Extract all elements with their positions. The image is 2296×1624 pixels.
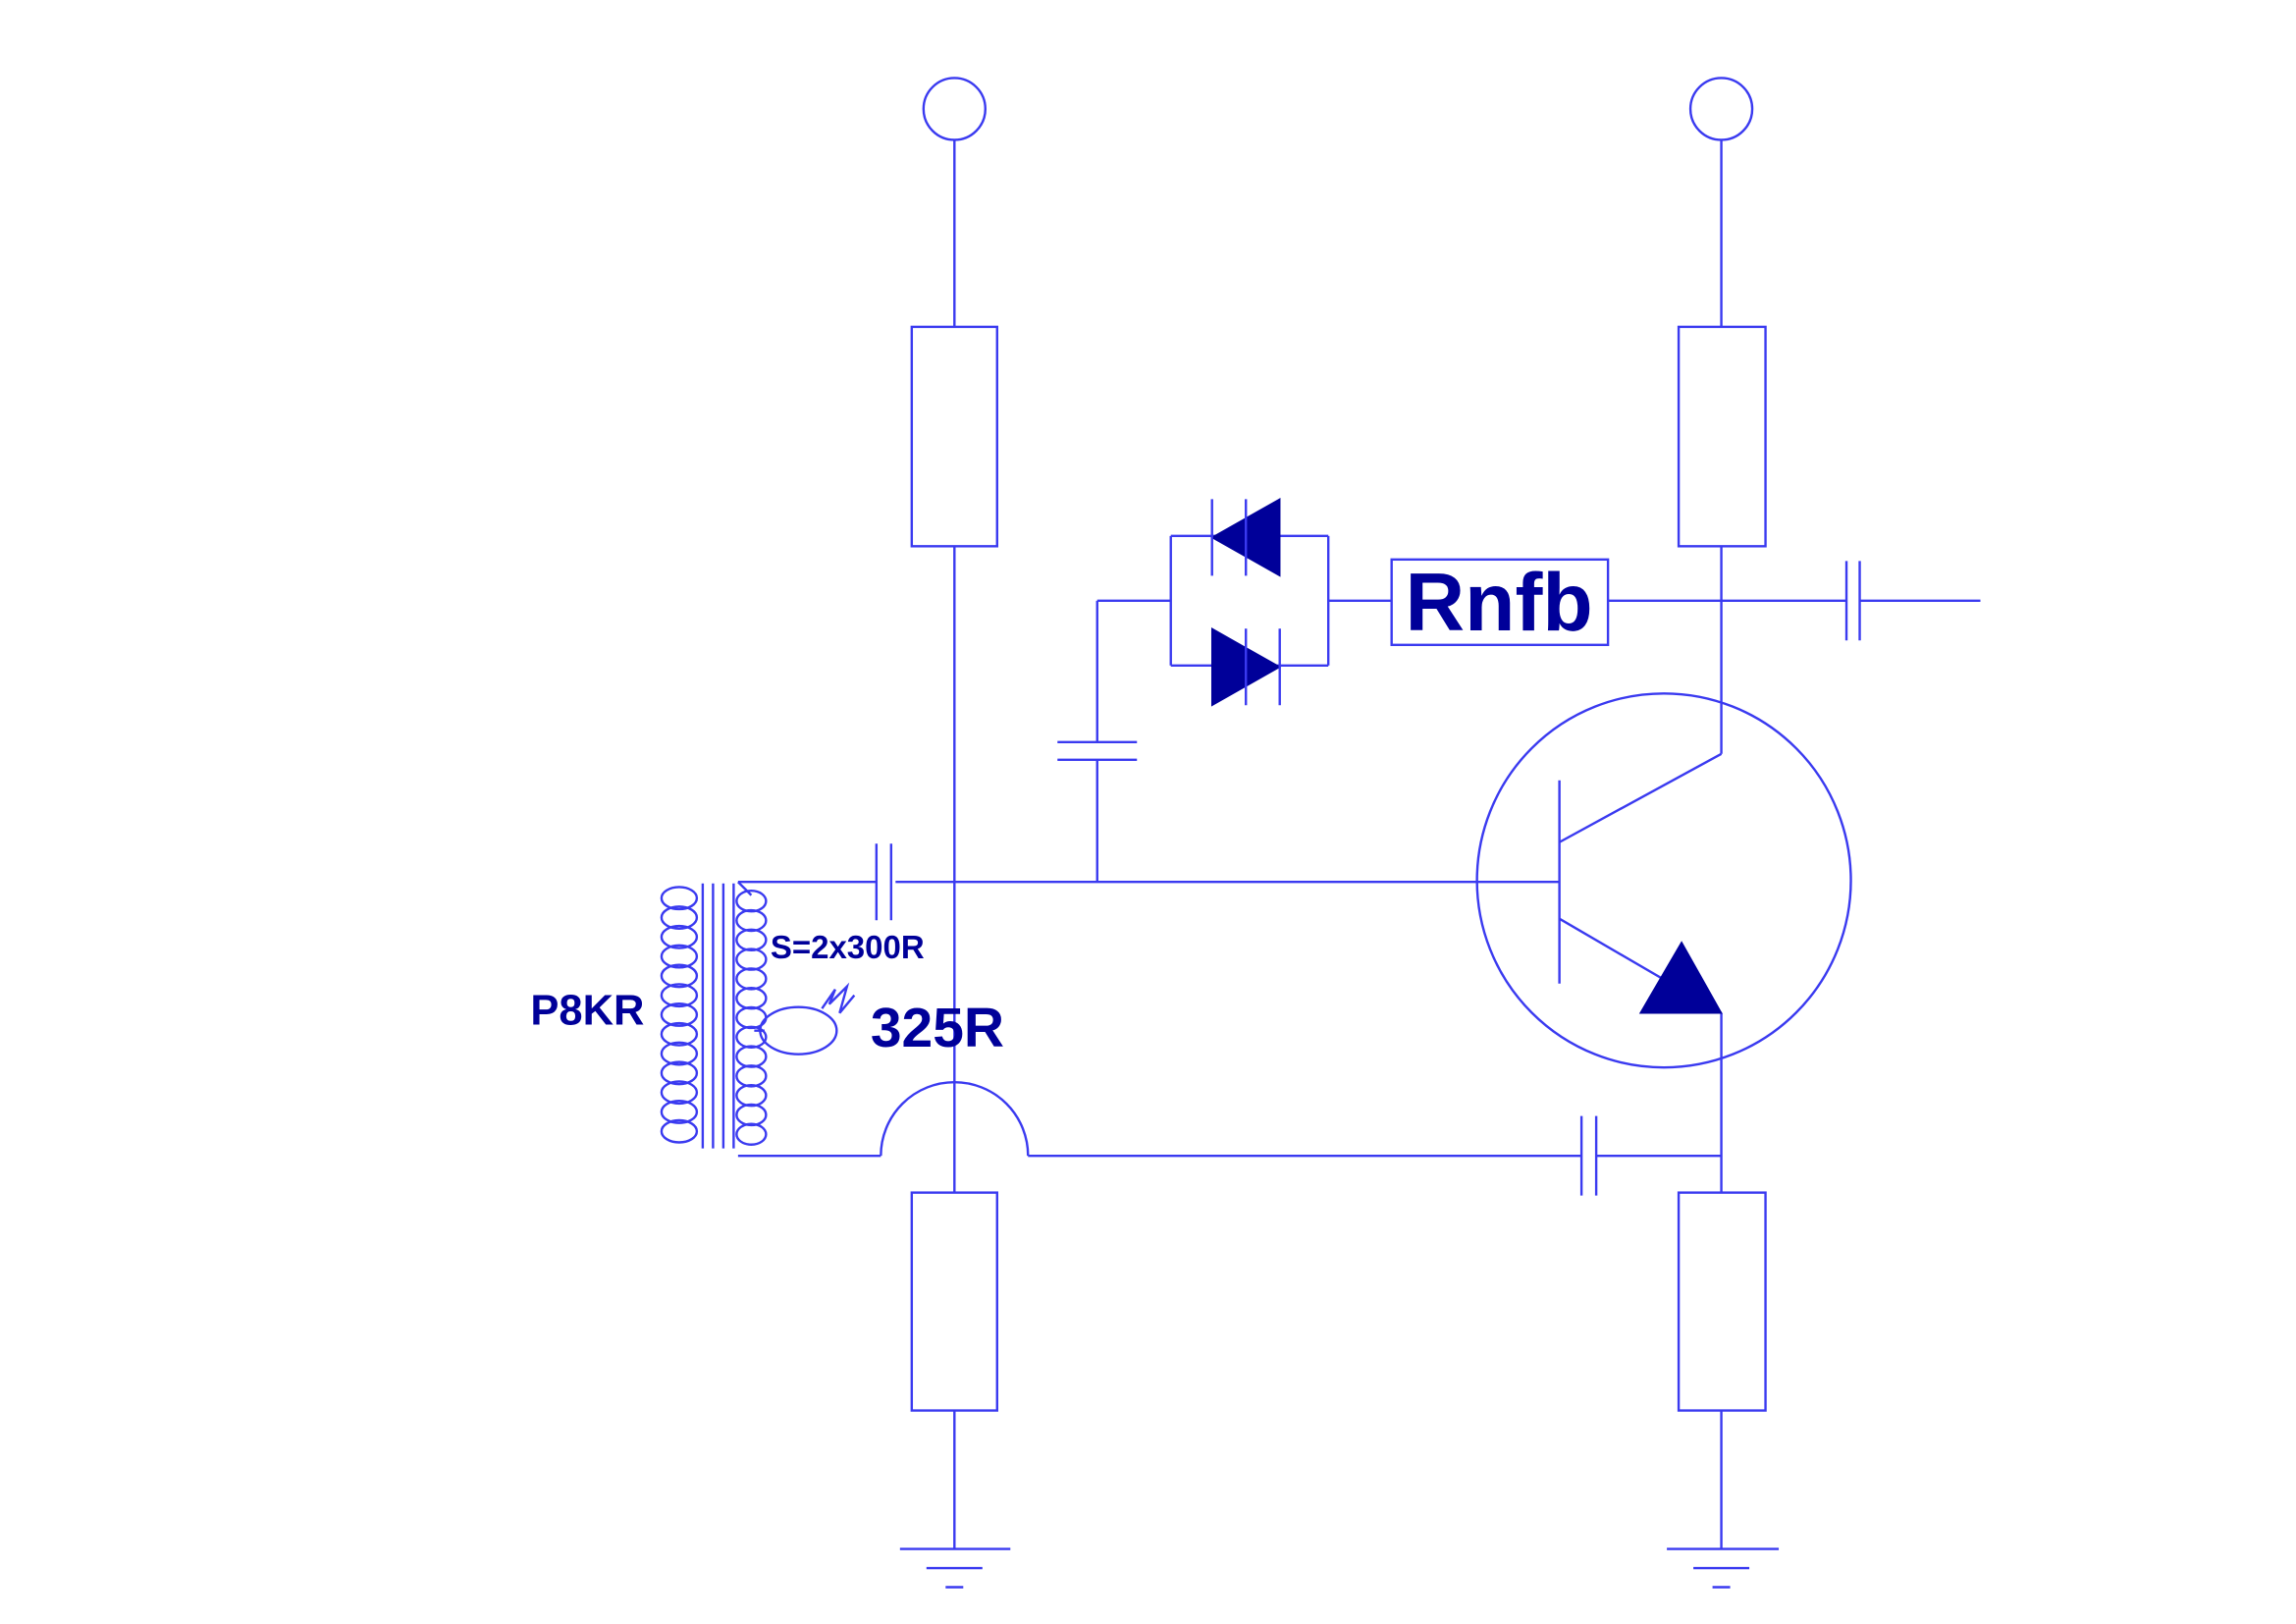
npn-transistor: [1475, 692, 1852, 1069]
winding-loop: [660, 1041, 699, 1066]
winding-loop: [660, 924, 699, 949]
winding-loop: [660, 1060, 699, 1086]
left-upper-resistor: [910, 325, 998, 548]
right-ground-symbol: [1667, 1547, 1780, 1589]
input-coupling-capacitor: [737, 843, 893, 921]
winding-loop: [735, 908, 768, 933]
emitter-resistor: [1677, 1191, 1767, 1412]
secondary-impedance-label: S=2x300R: [771, 929, 925, 965]
winding-loop: [660, 1002, 699, 1027]
winding-loop: [660, 905, 699, 930]
winding-loop: [660, 944, 699, 969]
upper-diode: [1210, 498, 1281, 577]
winding-loop: [735, 967, 768, 991]
anti-parallel-diodes: [1169, 498, 1392, 707]
left-supply-terminal: [922, 77, 987, 327]
secondary-winding: [735, 890, 768, 1146]
primary-winding: [660, 886, 699, 1144]
winding-loop: [660, 1080, 699, 1106]
winding-loop: [660, 1100, 699, 1124]
winding-loop: [735, 1122, 768, 1146]
winding-loop: [735, 1083, 768, 1108]
ldr-resistance-label: 325R: [871, 997, 1004, 1059]
emitter-feedback-wire: [880, 1081, 1722, 1196]
collector-resistor: [1677, 325, 1767, 548]
rnfb-label: Rnfb: [1406, 556, 1593, 648]
winding-loop: [660, 1118, 699, 1144]
winding-loop: [735, 1025, 768, 1049]
winding-loop: [660, 983, 699, 1008]
winding-loop: [735, 986, 768, 1010]
input-transformer: [660, 881, 881, 1158]
ldr-symbol: [754, 982, 856, 1056]
winding-loop: [735, 1045, 768, 1068]
winding-loop: [660, 963, 699, 989]
left-lower-resistor: [910, 1191, 998, 1412]
right-supply-terminal: [1688, 77, 1754, 327]
primary-impedance-label: P8KR: [530, 988, 644, 1035]
feedback-capacitor: [1057, 599, 1171, 883]
rnfb-resistor: Rnfb: [1390, 556, 1847, 648]
left-ground-symbol: [899, 1547, 1011, 1589]
winding-loop: [735, 1103, 768, 1127]
output-coupling-capacitor: [1844, 561, 1981, 641]
winding-loop: [735, 947, 768, 971]
winding-loop: [735, 1064, 768, 1088]
winding-loop: [735, 928, 768, 952]
winding-loop: [660, 886, 699, 911]
winding-loop: [660, 1021, 699, 1047]
lower-diode: [1210, 627, 1282, 707]
